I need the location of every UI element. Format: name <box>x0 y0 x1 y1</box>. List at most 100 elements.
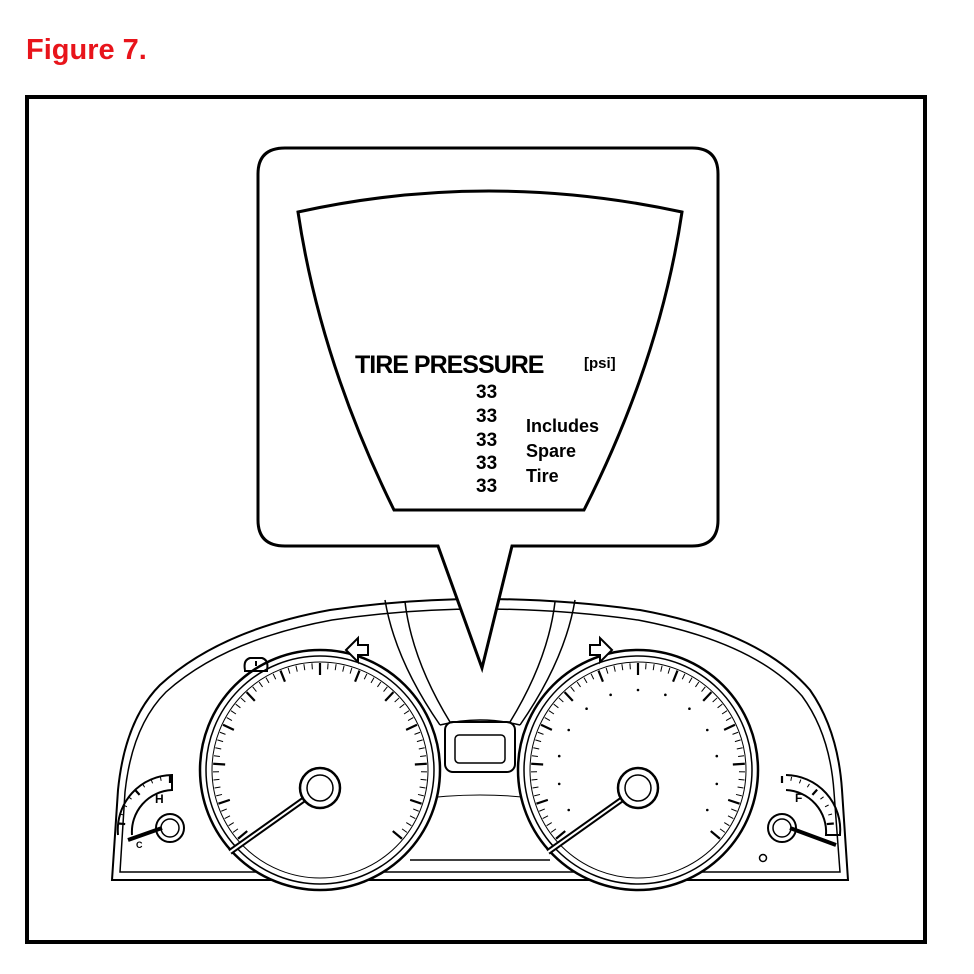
gauge-tick <box>542 815 549 820</box>
gauge-tick <box>652 664 655 671</box>
speed-dot <box>585 707 588 711</box>
gauge-tick <box>824 804 829 808</box>
gauge-tick <box>228 822 234 827</box>
gauge-tick <box>295 665 298 672</box>
gauge-tick <box>232 828 239 833</box>
gauge-tick <box>721 710 728 715</box>
gauge-tick <box>535 739 542 743</box>
gauge-tick <box>384 691 395 702</box>
gauge-tick <box>383 686 388 692</box>
gauge-tick <box>417 793 424 797</box>
gauge-tick <box>732 762 745 766</box>
speed-dot <box>567 728 571 732</box>
gauge-tick <box>334 664 337 671</box>
tire-pressure-heading: TIRE PRESSURE <box>355 351 544 379</box>
gauge-tick <box>134 788 141 796</box>
gauge-tick <box>546 822 552 827</box>
gauge-tick <box>150 779 154 784</box>
gauge-tick <box>237 830 248 840</box>
gauge-tick <box>413 808 419 812</box>
speed-dot <box>636 688 640 692</box>
speed-dot <box>705 808 709 812</box>
speed-dot <box>557 782 561 786</box>
gauge-tick <box>370 677 375 684</box>
gauge-tick <box>576 681 581 688</box>
spare-note-line-1: Includes <box>526 416 599 436</box>
gauge-tick <box>214 786 221 789</box>
gauge-tick <box>406 822 412 827</box>
tire-pressure-display-screen <box>296 189 684 512</box>
gauge-tick <box>701 686 706 692</box>
fuel-needle <box>789 826 837 847</box>
gauge-tick <box>597 670 604 683</box>
gauge-tick <box>590 673 595 680</box>
speed-dot <box>567 808 571 812</box>
gauge-tick <box>272 673 277 680</box>
gauge-tick <box>217 739 224 743</box>
gauge-tick <box>531 778 538 781</box>
speedometer-gauge <box>516 648 760 892</box>
gauge-tick <box>258 681 263 688</box>
gauge-tick <box>712 697 718 703</box>
gauge-tick <box>738 755 745 758</box>
gauge-tick <box>142 783 146 788</box>
gauge-tick <box>221 808 227 812</box>
gauge-tick <box>215 747 222 750</box>
gauge-tick <box>342 665 345 672</box>
speed-dot <box>715 782 719 786</box>
gauge-tick <box>727 815 734 820</box>
gauge-tick <box>222 723 235 731</box>
gauge-tick <box>550 828 557 833</box>
spare-note-line-2: Spare <box>526 441 576 461</box>
gauge-tick <box>731 808 737 812</box>
gauge-tick <box>737 786 744 789</box>
gauge-tick <box>790 776 793 781</box>
gauge-tick <box>583 677 588 684</box>
gauge-tick <box>736 747 743 750</box>
gauge-tick <box>681 673 686 680</box>
gauge-tick <box>409 815 416 820</box>
gauge-tick <box>536 798 549 805</box>
gauge-tick <box>723 723 736 731</box>
gauge-tick <box>738 778 745 781</box>
gauge-tick <box>403 710 410 715</box>
gauge-tick <box>226 717 233 721</box>
gauge-tick <box>555 830 566 840</box>
gauge-tick <box>218 798 231 805</box>
gauge-tick <box>544 717 551 721</box>
gauge-tick <box>613 665 616 672</box>
gauge-tick <box>717 703 723 709</box>
gauge-tick <box>734 739 741 743</box>
figure-title: Figure 7. <box>26 34 147 66</box>
gauge-tick <box>735 793 742 797</box>
gauge-tick <box>531 762 544 766</box>
gauge-tick <box>392 830 403 840</box>
gauge-tick <box>265 677 270 684</box>
tire-pressure-value-5: 33 <box>476 476 497 497</box>
gauge-tick <box>828 813 833 816</box>
gauge-tick <box>695 681 700 688</box>
tire-pressure-value-2: 33 <box>476 406 497 427</box>
gauge-tick <box>377 681 382 688</box>
gauge-tick <box>419 786 426 789</box>
gauge-tick <box>354 670 361 683</box>
gauge-tick <box>558 697 564 703</box>
gauge-tick <box>563 691 574 702</box>
speed-dot <box>664 693 667 697</box>
gauge-tick <box>719 828 726 833</box>
gauge-tick <box>826 822 834 826</box>
gauge-tick <box>811 788 818 796</box>
gauge-tick <box>394 697 400 703</box>
temperature-gauge: H C <box>116 773 185 850</box>
fuel-full-mark: F <box>795 791 802 805</box>
gauge-tick <box>418 747 425 750</box>
gauge-tick <box>405 723 418 731</box>
gauge-tick <box>798 779 802 784</box>
gauge-tick <box>605 667 609 674</box>
gauge-tick <box>553 703 559 709</box>
gauge-tick <box>303 664 306 671</box>
speed-dot <box>688 707 691 711</box>
speed-dot <box>609 693 612 697</box>
gauge-tick <box>570 686 575 692</box>
gauge-tick <box>363 673 368 680</box>
